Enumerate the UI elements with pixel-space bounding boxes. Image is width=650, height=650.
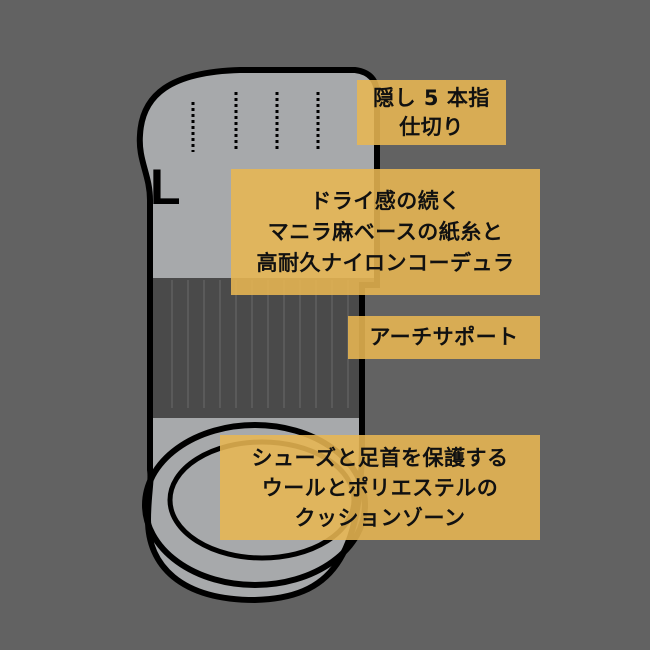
label-line: アーチサポート [369,325,519,349]
label-line: シューズと足首を保護する [251,445,509,470]
sock-arch-zone [139,278,377,418]
label-arch: アーチサポート [348,316,540,359]
size-mark: L [150,159,181,215]
label-line: 仕切り [399,114,464,139]
label-line: 隠し 5 本指 [373,85,490,110]
label-line: ウールとポリエステルの [261,475,499,500]
label-material: ドライ感の続く マニラ麻ベースの紙糸と 高耐久ナイロンコーデュラ [231,169,540,295]
toe-divider-dots [191,92,320,152]
label-heel: シューズと足首を保護する ウールとポリエステルの クッションゾーン [220,435,540,540]
label-line: 高耐久ナイロンコーデュラ [256,250,515,275]
label-line: クッションゾーン [294,505,466,530]
label-toe: 隠し 5 本指 仕切り [357,80,506,145]
label-line: ドライ感の続く [310,188,461,213]
label-line: マニラ麻ベースの紙糸と [267,219,504,244]
